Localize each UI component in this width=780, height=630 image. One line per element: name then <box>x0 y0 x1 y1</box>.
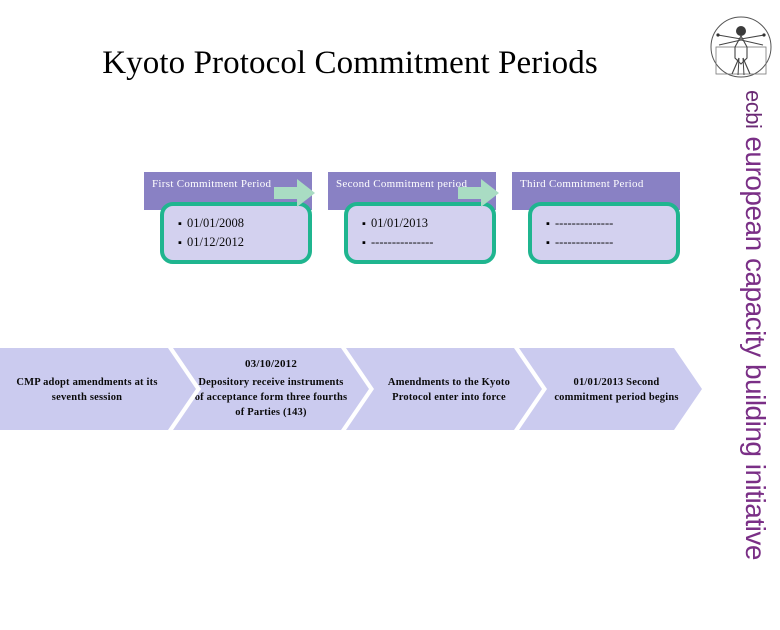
commitment-period-block-2: Second Commitment period ▪01/01/2013 ▪--… <box>328 172 496 278</box>
timeline-step-4[interactable]: 01/01/2013 Second commitment period begi… <box>519 348 702 430</box>
bullet-icon: ▪ <box>362 218 366 230</box>
list-item-label: --------------- <box>371 234 434 249</box>
timeline-step-3[interactable]: Amendments to the Kyoto Protocol enter i… <box>346 348 542 430</box>
list-item: ▪ 01/01/2013 <box>362 214 492 233</box>
bullet-icon: ▪ <box>546 236 550 249</box>
timeline-step-2-label: Depository receive instruments of accept… <box>194 376 348 418</box>
timeline-step-2-text: 03/10/2012 Depository receive instrument… <box>193 357 349 420</box>
timeline-step-1-label: CMP adopt amendments at its seventh sess… <box>16 376 158 403</box>
list-item: ▪ 01/12/2012 <box>178 233 308 252</box>
brand-full-name: european capacity building initiative <box>740 136 771 560</box>
list-item: ▪ --------------- <box>362 233 492 252</box>
timeline-step-4-text: 01/01/2013 Second commitment period begi… <box>545 373 688 406</box>
list-item-label: -------------- <box>555 234 614 249</box>
brand-sidebar: ecbi european capacity building initiati… <box>700 0 780 560</box>
list-item-label: 01/01/2008 <box>187 216 244 230</box>
commitment-period-body-1: ▪ 01/01/2008 ▪ 01/12/2012 <box>160 202 312 264</box>
bullet-icon: ▪ <box>178 218 182 230</box>
list-item-label: -------------- <box>555 216 614 230</box>
timeline-step-3-text: Amendments to the Kyoto Protocol enter i… <box>372 373 526 406</box>
list-item-label: 01/12/2012 <box>187 234 244 249</box>
timeline-step-4-label: 01/01/2013 Second commitment period begi… <box>554 376 679 403</box>
brand-abbrev: ecbi <box>741 90 766 129</box>
vitruvian-man-logo-icon <box>708 14 774 80</box>
commitment-period-block-1: First Commitment Period ▪01/01/2008 ▪01/… <box>144 172 312 278</box>
timeline-step-2-date: 03/10/2012 <box>244 358 298 371</box>
bullet-icon: ▪ <box>362 236 366 249</box>
bullet-icon: ▪ <box>178 236 182 249</box>
commitment-period-block-3: Third Commitment Period ▪-------------- … <box>512 172 680 278</box>
right-arrow-icon <box>274 178 316 208</box>
timeline-step-2[interactable]: 03/10/2012 Depository receive instrument… <box>173 348 369 430</box>
brand-wordmark: ecbi european capacity building initiati… <box>700 90 774 630</box>
timeline-chevron-flow: CMP adopt amendments at its seventh sess… <box>0 348 702 430</box>
list-item-label: 01/01/2013 <box>371 216 428 230</box>
list-item: ▪ 01/01/2008 <box>178 214 308 233</box>
right-arrow-icon <box>458 178 500 208</box>
timeline-step-3-label: Amendments to the Kyoto Protocol enter i… <box>387 376 511 403</box>
timeline-step-1-text: CMP adopt amendments at its seventh sess… <box>0 373 174 406</box>
list-item: ▪ -------------- <box>546 214 676 233</box>
commitment-periods-group: First Commitment Period ▪01/01/2008 ▪01/… <box>0 172 700 282</box>
list-item: ▪ -------------- <box>546 233 676 252</box>
bullet-icon: ▪ <box>546 218 550 230</box>
timeline-step-1[interactable]: CMP adopt amendments at its seventh sess… <box>0 348 196 430</box>
commitment-period-body-2: ▪ 01/01/2013 ▪ --------------- <box>344 202 496 264</box>
commitment-period-body-3: ▪ -------------- ▪ -------------- <box>528 202 680 264</box>
page-title: Kyoto Protocol Commitment Periods <box>102 45 598 81</box>
